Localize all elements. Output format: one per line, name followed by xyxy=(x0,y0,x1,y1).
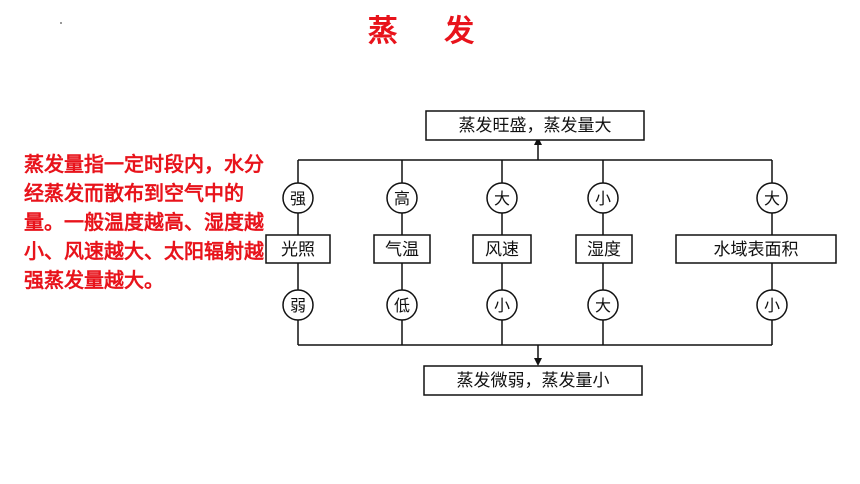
bottom-result-box xyxy=(423,365,643,396)
factor-bottom-circle xyxy=(587,289,619,321)
factor-top-text: 大 xyxy=(764,189,780,208)
top-result-text: 蒸发旺盛，蒸发量大 xyxy=(459,116,612,136)
factor-top-text: 高 xyxy=(394,189,410,208)
factor-top-text: 大 xyxy=(494,189,510,208)
factor-top-text: 小 xyxy=(595,189,611,208)
factor-bottom-circle xyxy=(282,289,314,321)
factor-top-circle xyxy=(282,182,314,214)
factor-top-circle xyxy=(587,182,619,214)
arrow-up-icon xyxy=(534,137,542,145)
factor-top-text: 强 xyxy=(290,189,306,208)
factor-top-circle xyxy=(386,182,418,214)
factor-label-box xyxy=(265,234,331,264)
factor-label-box xyxy=(472,234,532,264)
factor-label-box xyxy=(373,234,431,264)
evaporation-description: 蒸发量指一定时段内，水分经蒸发而散布到空气中的量。一般温度越高、湿度越小、风速越… xyxy=(24,152,264,292)
factor-label-text: 水域表面积 xyxy=(714,240,799,260)
factor-label-box xyxy=(575,234,633,264)
factor-label-text: 光照 xyxy=(281,240,315,260)
arrow-down-icon xyxy=(534,358,542,366)
factor-bottom-text: 小 xyxy=(764,296,780,315)
factor-bottom-circle xyxy=(756,289,788,321)
factor-bottom-text: 弱 xyxy=(290,296,306,315)
factor-label-box xyxy=(675,234,837,264)
stray-dot xyxy=(60,22,62,24)
factor-label-text: 湿度 xyxy=(587,240,621,260)
bottom-result-text: 蒸发微弱，蒸发量小 xyxy=(457,371,610,391)
page-title: 蒸 发 xyxy=(367,14,493,49)
factor-bottom-circle xyxy=(386,289,418,321)
factor-label-text: 气温 xyxy=(385,240,419,260)
factor-bottom-text: 大 xyxy=(595,296,611,315)
factor-bottom-circle xyxy=(486,289,518,321)
factor-label-text: 风速 xyxy=(485,240,519,260)
top-result-box xyxy=(425,110,645,141)
factor-bottom-text: 小 xyxy=(494,296,510,315)
factor-top-circle xyxy=(756,182,788,214)
factor-top-circle xyxy=(486,182,518,214)
factor-bottom-text: 低 xyxy=(394,296,410,315)
